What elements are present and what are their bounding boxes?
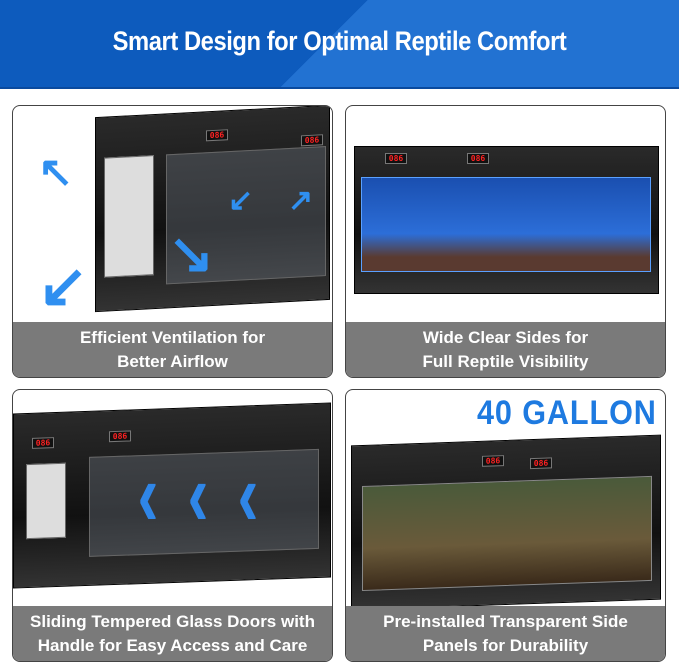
airflow-arrow-icon: ↙ — [38, 252, 89, 319]
airflow-arrow-icon: ↖ — [38, 148, 74, 195]
temperature-display: 086 — [206, 129, 228, 142]
slide-direction-chevron-icon: ‹ — [237, 445, 259, 545]
airflow-arrow-icon: ↗ — [288, 184, 314, 217]
temperature-display: 086 — [482, 455, 504, 467]
panel-ventilation: 086 086 ↖ ↙ ↘ ↙ ↗ Efficient Ventilation … — [12, 105, 333, 378]
temperature-display: 086 — [385, 153, 407, 164]
header-banner: Smart Design for Optimal Reptile Comfort — [0, 0, 679, 89]
enclosure-image: 086 086 — [351, 434, 661, 611]
enclosure-image: 086 086 — [13, 402, 331, 589]
temperature-display: 086 — [530, 457, 552, 470]
airflow-arrow-icon: ↙ — [228, 184, 254, 217]
capacity-badge: 40 GALLON — [477, 394, 657, 432]
slide-direction-chevron-icon: ‹ — [137, 445, 159, 545]
slide-direction-chevron-icon: ‹ — [187, 445, 209, 545]
temperature-display: 086 — [109, 430, 131, 443]
panel-sliding-doors: 086 086 ‹ ‹ ‹ Sliding Tempered Glass Doo… — [12, 389, 333, 662]
side-panel — [361, 177, 651, 272]
enclosure-image: 086 086 — [354, 146, 659, 294]
panel-side-panels: 40 GALLON 086 086 Pre-installed Transpar… — [345, 389, 666, 662]
temperature-display: 086 — [301, 134, 323, 147]
temperature-display: 086 — [32, 437, 54, 449]
airflow-arrow-icon: ↘ — [168, 222, 215, 284]
temperature-display: 086 — [467, 153, 489, 164]
page-title: Smart Design for Optimal Reptile Comfort — [112, 26, 567, 56]
